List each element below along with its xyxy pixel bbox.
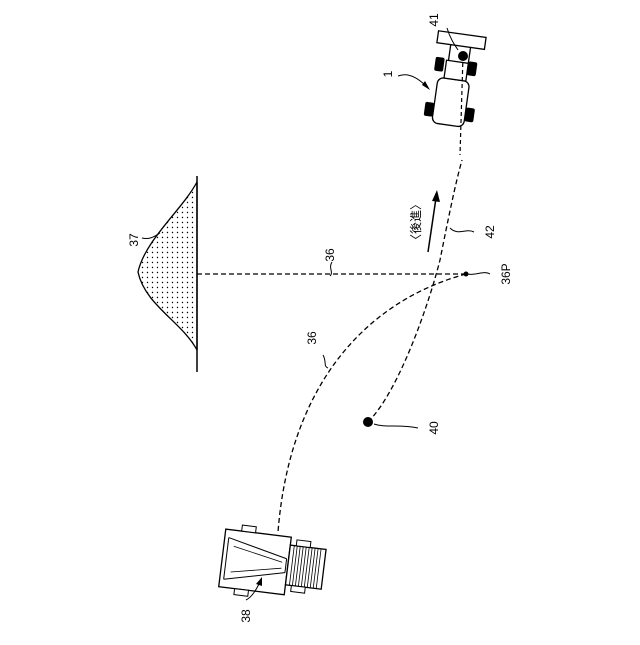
loader-leader-arrowhead [422, 81, 430, 90]
material-pile [138, 176, 197, 372]
straight-path-label: 36 [323, 248, 337, 262]
straight-path-leader [330, 262, 332, 276]
branch-point-leader [468, 273, 490, 275]
dump-truck [218, 523, 328, 605]
direction-label: 〈後進〉 [409, 198, 423, 246]
pile-outline [138, 182, 197, 350]
curved-path-leader [323, 355, 328, 368]
turn-point-label: 40 [427, 421, 441, 435]
loader-target-marker [458, 51, 468, 61]
loader-target-label: 41 [427, 13, 441, 27]
reverse-path-leader [450, 228, 474, 232]
direction-arrow [428, 198, 436, 252]
reverse-path-label: 42 [483, 225, 497, 239]
curved-path [278, 274, 466, 532]
loader-label: 1 [381, 70, 395, 77]
branch-point-marker [464, 272, 469, 277]
direction-arrowhead [432, 190, 440, 202]
curved-path-label: 36 [305, 331, 319, 345]
turn-point-marker [363, 417, 373, 427]
branch-point-label: 36P [499, 263, 513, 284]
loader-leader [398, 75, 426, 86]
truck-label: 38 [239, 609, 253, 623]
pile-label: 37 [127, 233, 141, 247]
turn-point-leader [374, 424, 418, 428]
